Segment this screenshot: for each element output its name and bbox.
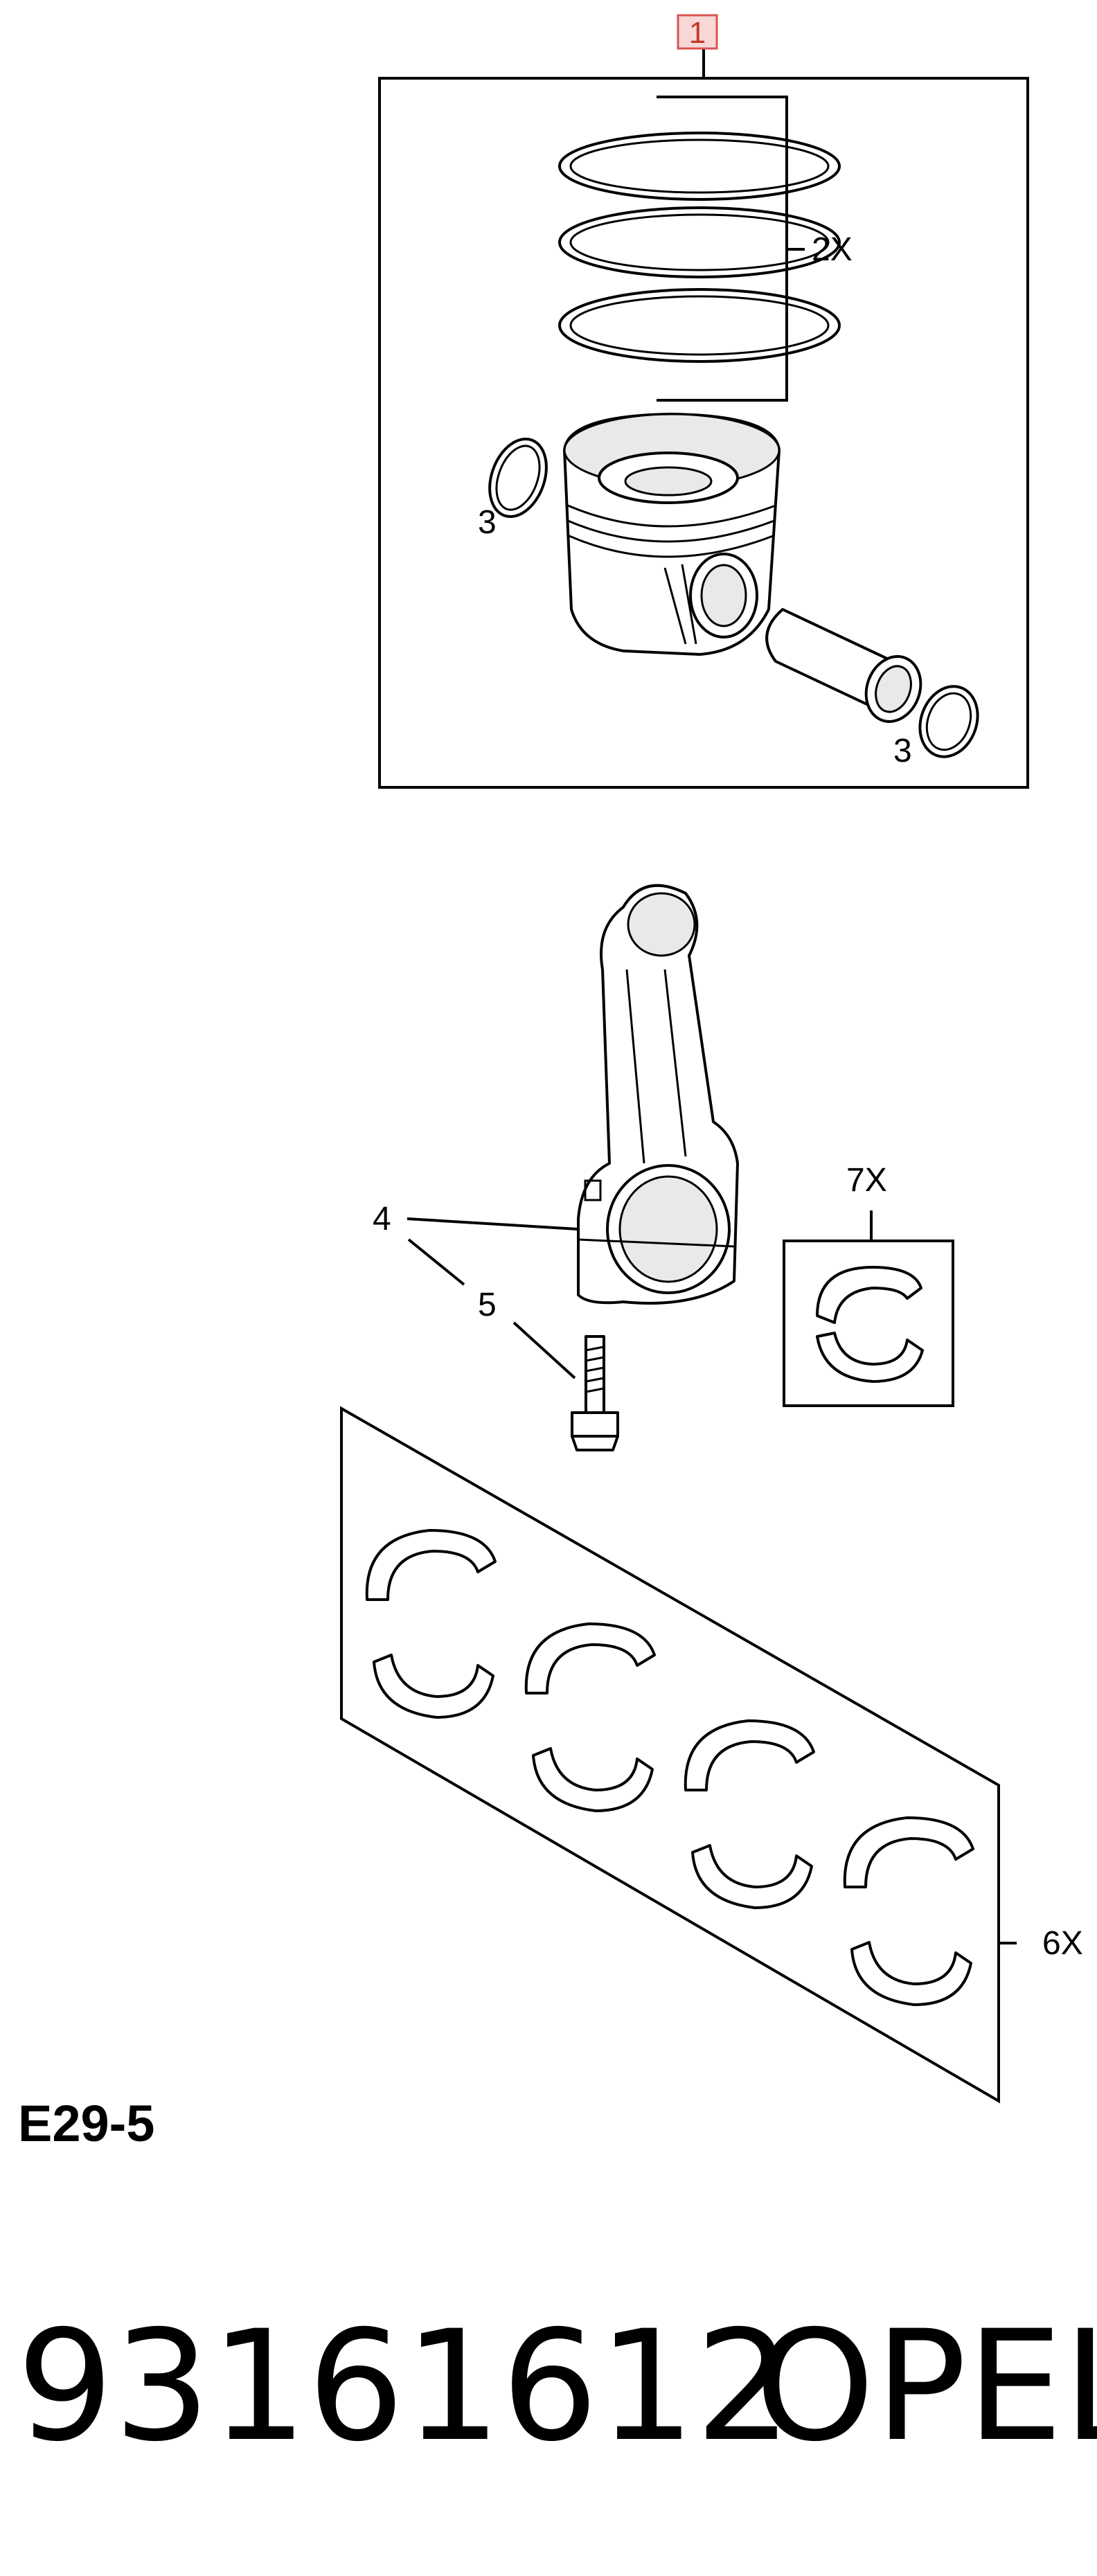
main-bearings-qty-label: 6X (1042, 1925, 1083, 1962)
main-bearing-1 (365, 1529, 497, 1719)
circlip-bottom (918, 685, 979, 758)
bolt-leader-lower (512, 1321, 576, 1379)
brand-name: OPEL (755, 2298, 1097, 2475)
item1-highlight-box (677, 14, 718, 50)
rod-bearing-frame (783, 1240, 954, 1407)
circlip-top-label: 3 (478, 504, 497, 541)
rod-bearing-qty-label: 7X (846, 1162, 887, 1199)
piston-rings (558, 132, 841, 363)
circlip-bottom-label: 3 (893, 733, 912, 769)
main-bearing-4 (843, 1816, 974, 2006)
piston-pin (765, 608, 922, 723)
bolt-leader-upper (407, 1238, 465, 1286)
rod-label: 4 (373, 1201, 391, 1237)
main-bearing-2 (524, 1622, 656, 1812)
circlip-top (488, 437, 548, 519)
piston-kit-group: 1 2X 3 (378, 14, 1029, 789)
part-number: 93161612 (17, 2298, 792, 2475)
rod-bolt (571, 1335, 619, 1451)
piston (563, 413, 781, 656)
bolt-label: 5 (478, 1287, 497, 1323)
rod-bearing (816, 1266, 924, 1383)
main-bearings-panel (340, 1406, 1000, 2104)
main-bearing-3 (684, 1719, 815, 1909)
item1-label: 1 (689, 16, 706, 50)
rod-leader (407, 1217, 579, 1231)
connecting-rod (577, 884, 739, 1305)
diagram-code: E29-5 (18, 2095, 154, 2152)
rings-qty-label: 2X (812, 231, 853, 268)
